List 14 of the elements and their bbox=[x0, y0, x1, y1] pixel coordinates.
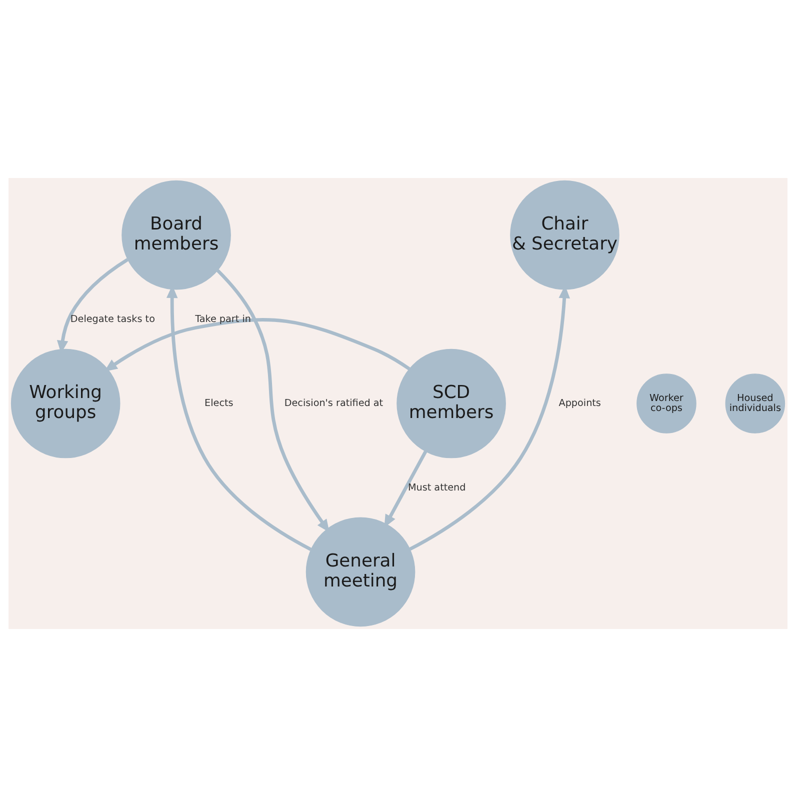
edge-label: Delegate tasks to bbox=[70, 314, 155, 325]
node-circle: Board members bbox=[122, 180, 231, 290]
edge-label: Must attend bbox=[408, 482, 466, 494]
arrow bbox=[216, 269, 330, 532]
node-circle: SCD members bbox=[396, 348, 506, 458]
arrow bbox=[104, 318, 410, 372]
edge-label: Elects bbox=[204, 398, 234, 410]
node-circle: Chair & Secretary bbox=[510, 180, 620, 290]
node-circle: Worker co-ops bbox=[636, 374, 696, 434]
node-circle: Housed individuals bbox=[725, 374, 786, 434]
edge-label: Appoints bbox=[558, 398, 601, 410]
arrow bbox=[384, 450, 428, 528]
edge-label: Decision's ratified at bbox=[284, 398, 384, 410]
edge-label: Take part in bbox=[195, 314, 251, 325]
